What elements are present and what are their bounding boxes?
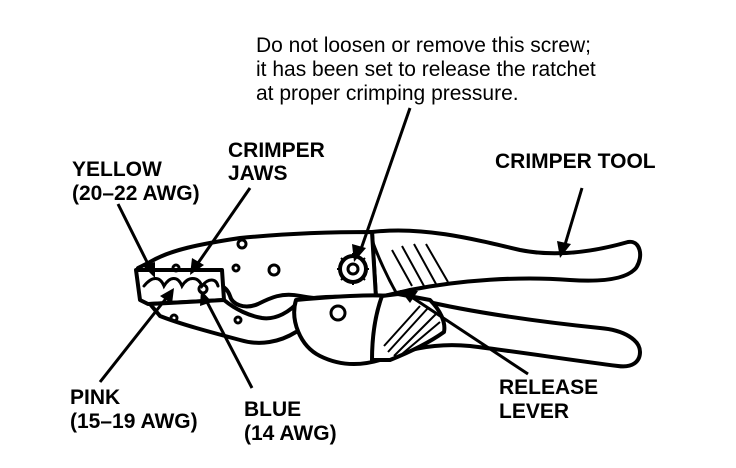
leader-yellow [116,203,152,269]
pink-gauge-label: (15–19 AWG) [70,410,198,433]
leader-crimper-tool [562,187,584,249]
release-label: RELEASE [499,376,598,399]
lever-label: LEVER [499,400,569,423]
labels: Do not loosen or remove this screw; it h… [70,34,656,445]
screw-note-line-1: Do not loosen or remove this screw; [256,34,591,57]
arrowhead-blue [200,290,212,306]
arrowhead-crimper-jaws [190,258,204,275]
screw-note-line-3: at proper crimping pressure. [256,82,519,105]
blue-label: BLUE [244,398,301,421]
upper-handle-grip [370,228,643,300]
pivot-pin-jaw [236,238,248,250]
crimper-jaws-label-1: CRIMPER [228,139,325,162]
leader-blue [204,299,254,389]
leader-crimper-jaws [194,187,252,267]
blue-gauge-label: (14 AWG) [244,422,337,445]
leader-lines [98,107,584,389]
arrowhead-pink [160,288,174,304]
crimp-cavities [142,277,220,290]
crimper-tool-label: CRIMPER TOOL [495,150,656,173]
arrowhead-crimper-tool [557,241,571,258]
leader-pink [98,295,170,383]
ratchet-screw [337,253,369,285]
leader-release-lever [409,294,529,376]
leader-screw [358,107,412,253]
pivot-pin-upper [267,263,281,277]
crimper-tool-illustration [134,228,643,369]
small-hole-1 [171,263,181,273]
pink-label: PINK [70,386,120,409]
crimper-jaws-label-2: JAWS [228,162,288,185]
arrowhead-yellow [143,262,155,278]
upper-grip-hatching [391,243,449,287]
lower-handle-arm [292,293,642,369]
small-hole-2 [231,263,241,273]
pivot-pin-lower [329,304,347,322]
yellow-gauge-label: (20–22 AWG) [72,182,200,205]
screw-note-line-2: it has been set to release the ratchet [256,58,596,81]
small-hole-3 [169,313,179,323]
arrowhead-release-lever [400,290,418,303]
release-lever-hatching [383,305,441,357]
arrowhead-screw [352,244,366,262]
small-hole-4 [233,315,243,325]
yellow-label: YELLOW [72,158,162,181]
